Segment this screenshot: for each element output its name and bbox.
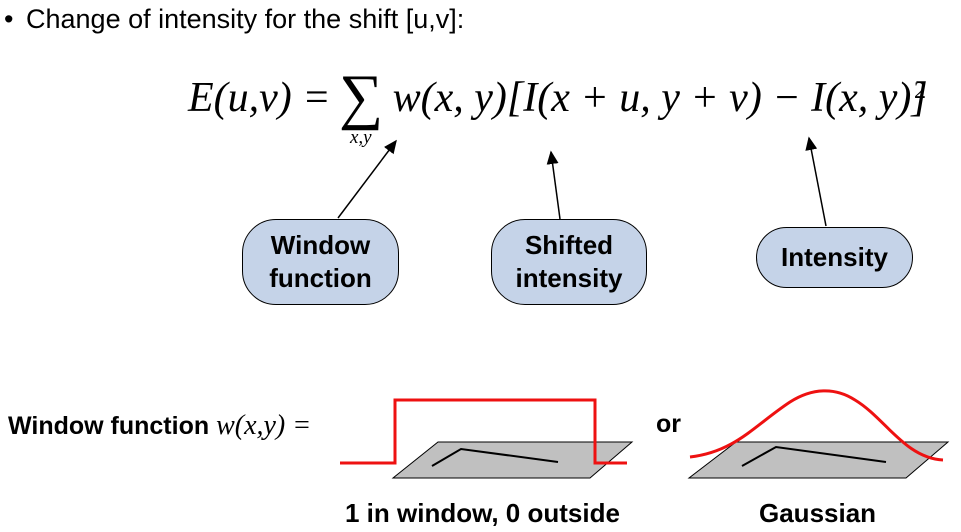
equation-lhs: E(u,v) =: [188, 75, 331, 121]
equation-sigma: ∑: [339, 63, 384, 131]
bubble-shifted-intensity-line2: intensity: [515, 263, 623, 293]
gaussian-curve: [689, 389, 944, 462]
window-function-text: Window function: [8, 412, 217, 440]
bubble-window-function-line1: Window: [270, 230, 371, 260]
arrow-shifted-intensity: [546, 150, 561, 220]
bubble-shifted-intensity: Shifted intensity: [491, 219, 647, 305]
gaussian-caption: Gaussian: [759, 498, 877, 528]
or-label: or: [656, 410, 681, 438]
bullet-dot: •: [4, 4, 14, 34]
bubble-intensity-label: Intensity: [781, 242, 888, 272]
bubble-window-function-line2: function: [269, 263, 372, 293]
bullet-text: Change of intensity for the shift [u,v]:: [26, 4, 465, 34]
bubble-shifted-intensity-line1: Shifted: [524, 230, 614, 260]
box-window-curve: [340, 398, 627, 465]
arrow-window-function: [337, 139, 397, 219]
box-plane: [391, 441, 634, 479]
equation-rhs: w(x, y)[I(x + u, y + v) − I(x, y)]: [392, 75, 928, 121]
bullet-line: • Change of intensity for the shift [u,v]…: [4, 4, 464, 35]
bubble-window-function: Window function: [242, 219, 399, 305]
box-window-caption: 1 in window, 0 outside: [345, 498, 620, 528]
gaussian-plane: [687, 441, 950, 479]
bubble-intensity: Intensity: [756, 227, 913, 288]
equation: E(u,v) = w(x, y)[I(x + u, y + v) − I(x, y…: [188, 74, 928, 122]
window-function-label: Window function w(x,y) =: [8, 410, 311, 442]
gaussian-plane-signal: [741, 445, 887, 467]
window-function-math: w(x,y) =: [216, 410, 312, 441]
box-plane-signal: [431, 447, 559, 467]
equation-subscript: x,y: [350, 127, 372, 148]
equation-exponent: 2: [914, 78, 926, 104]
arrow-intensity: [805, 136, 827, 227]
